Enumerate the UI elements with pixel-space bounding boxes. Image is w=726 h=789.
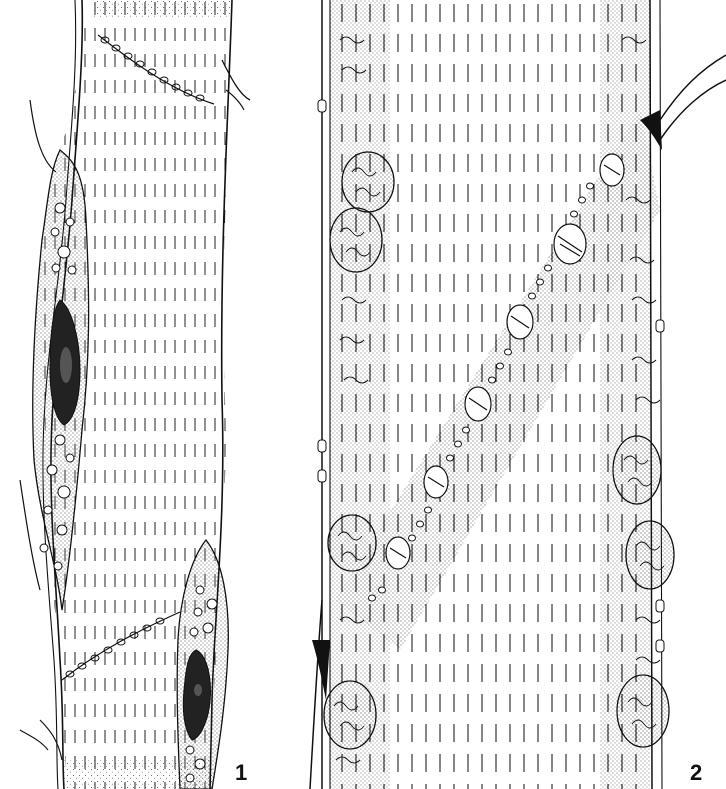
panel-2-label: 2 (690, 762, 702, 784)
panel-2-fiber (310, 0, 726, 789)
panel-1-fiber (20, 0, 250, 789)
panel-1-label: 1 (235, 762, 247, 784)
panel-1-top-disc (92, 0, 232, 18)
